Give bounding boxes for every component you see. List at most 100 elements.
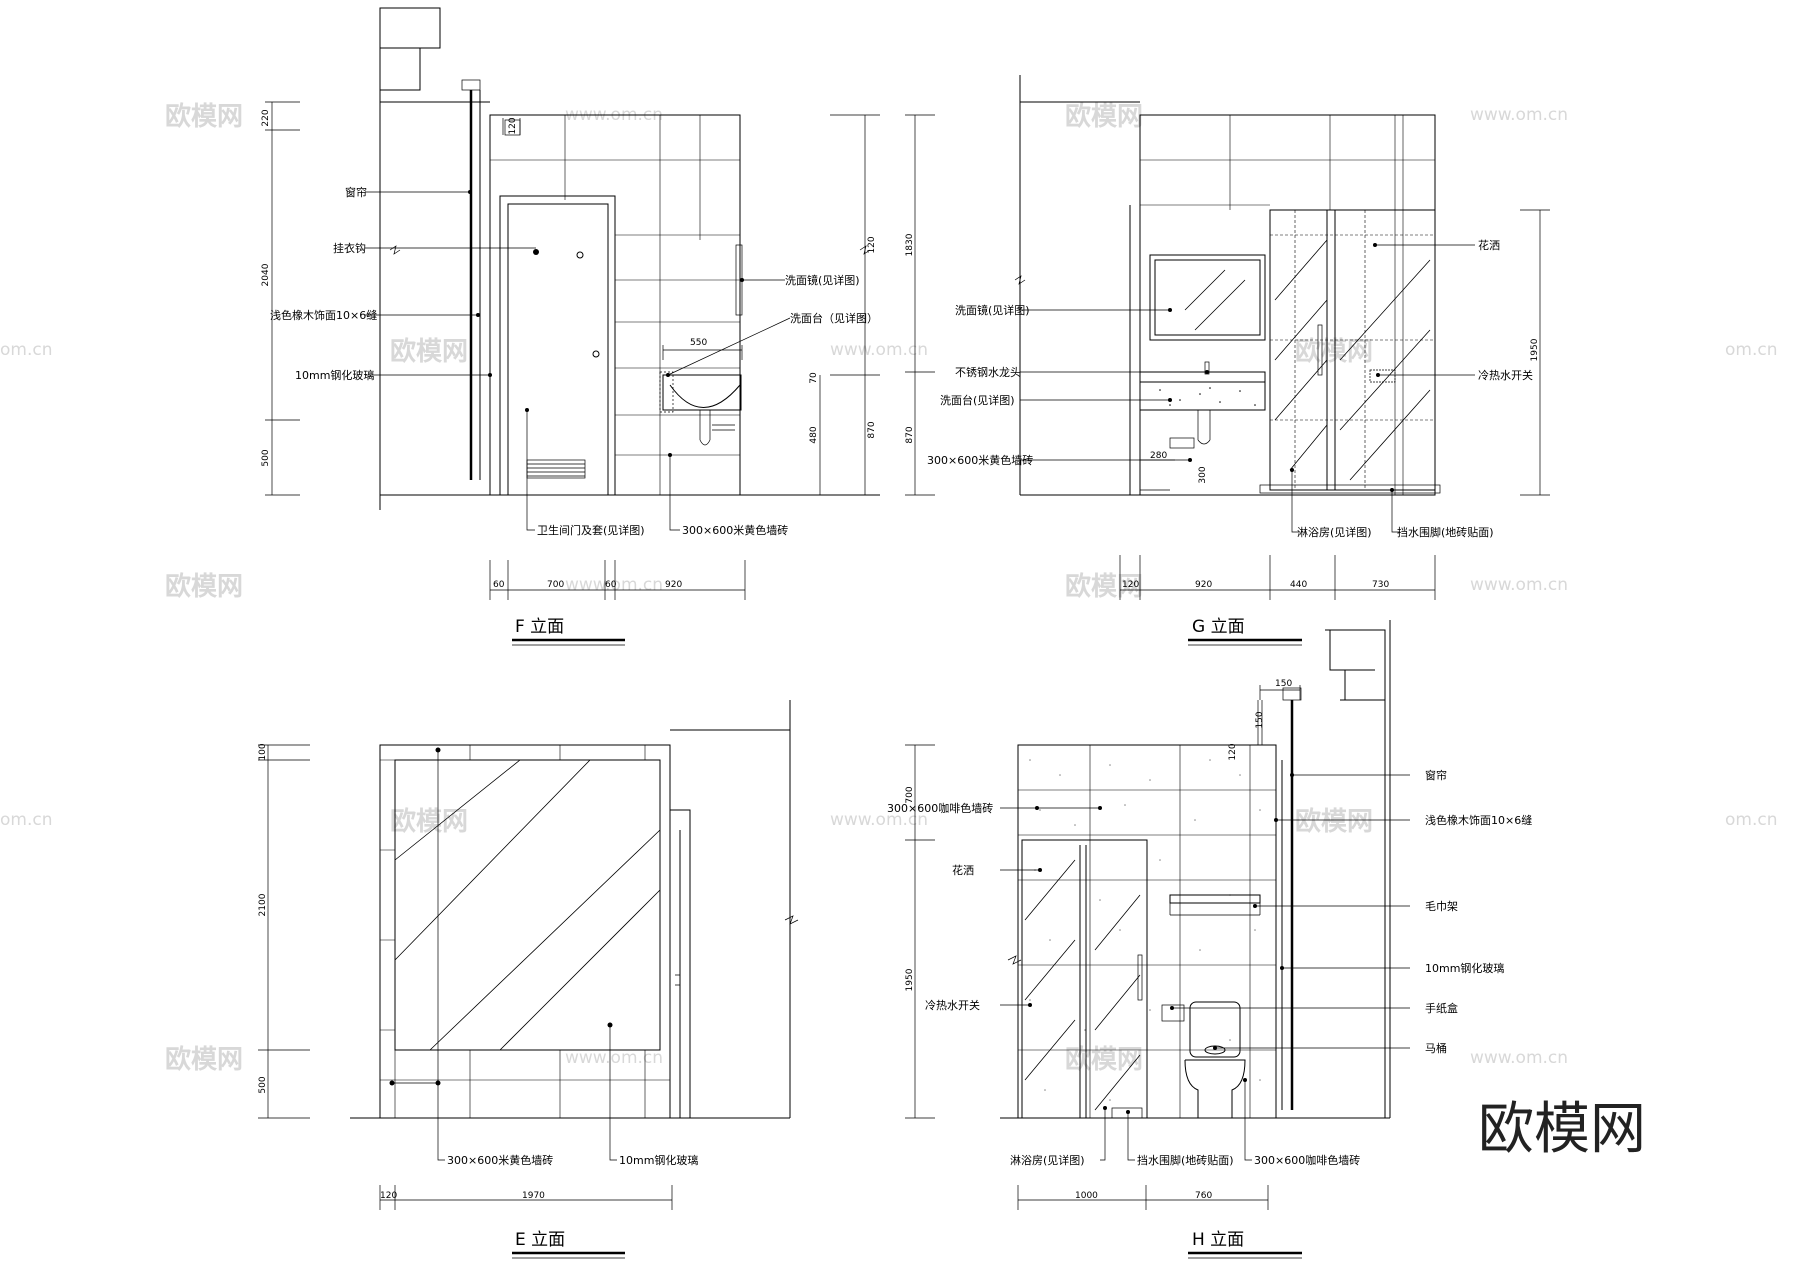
svg-text:280: 280 (1150, 451, 1167, 461)
f-label-curtain: 窗帘 (345, 185, 367, 199)
g-label-tile: 300×600米黄色墙砖 (927, 453, 1033, 467)
f-door-frame (499, 195, 616, 496)
f-label-hook: 挂衣钩 (333, 241, 366, 255)
watermark-layer: 欧模网 www.om.cn 欧模网 www.om.cn om.cn 欧模网 ww… (0, 101, 1778, 1075)
svg-text:1830: 1830 (905, 233, 915, 256)
h-annotations: 300×600咖啡色墙砖 花洒 冷热水开关 窗帘 浅色橡木饰面10×6缝 毛巾架… (887, 768, 1532, 1167)
g-outlet (1169, 437, 1195, 449)
svg-text:120: 120 (1122, 580, 1139, 590)
svg-text:60: 60 (493, 580, 505, 590)
svg-text:120: 120 (380, 1191, 397, 1201)
svg-text:300: 300 (1198, 466, 1208, 483)
h-paper-box (1161, 1004, 1185, 1022)
g-label-cabin: 淋浴房(见详图) (1297, 525, 1372, 539)
svg-text:120: 120 (1228, 743, 1238, 760)
h-label-curtain: 窗帘 (1425, 768, 1447, 782)
f-title: F 立面 (515, 617, 564, 637)
svg-text:760: 760 (1195, 1191, 1212, 1201)
f-window-box-lower (379, 47, 421, 91)
f-basin-counter (662, 374, 742, 411)
g-wall-edges (1019, 75, 1435, 496)
f-label-mirror: 洗面镜(见详图) (785, 273, 860, 287)
h-title: H 立面 (1192, 1230, 1244, 1250)
watermark-url: om.cn (0, 340, 53, 360)
f-dims-horizontal: 60 700 60 920 (489, 560, 746, 600)
f-hook-icon (576, 251, 584, 259)
f-label-veneer: 浅色橡木饰面10×6缝 (270, 308, 377, 322)
g-mirror (1149, 254, 1266, 341)
watermark-url: om.cn (1725, 810, 1778, 830)
g-label-basin: 洗面台(见详图) (940, 393, 1015, 407)
watermark-brand: 欧模网 (165, 101, 243, 132)
svg-text:550: 550 (690, 338, 707, 348)
f-basin-bowl (669, 384, 741, 408)
svg-text:500: 500 (261, 449, 271, 466)
f-glass-lines (479, 90, 491, 495)
h-speckle (1029, 759, 1261, 1101)
svg-text:920: 920 (665, 580, 682, 590)
g-counter (1139, 381, 1266, 411)
f-door-louver (526, 459, 586, 479)
svg-text:120: 120 (867, 236, 877, 253)
f-label-glass: 10mm钢化玻璃 (295, 368, 374, 382)
svg-text:730: 730 (1372, 580, 1389, 590)
watermark-brand: 欧模网 (165, 571, 243, 602)
f-dims-right: 120 870 480 70 120 550 (502, 114, 880, 496)
f-hook-icon (533, 249, 539, 255)
h-toilet-tank (1189, 1001, 1241, 1058)
f-label-basin: 洗面台（见详图） (790, 311, 878, 325)
svg-text:920: 920 (1195, 580, 1212, 590)
f-label-door: 卫生间门及套(见详图) (537, 523, 645, 537)
svg-text:870: 870 (867, 421, 877, 438)
elevation-g: 洗面镜(见详图) 不锈钢水龙头 洗面台(见详图) 300×600米黄色墙砖 花洒… (905, 75, 1550, 646)
h-towel-rack (1169, 894, 1261, 904)
watermark-brand: 欧模网 (1065, 1044, 1143, 1075)
svg-text:2100: 2100 (258, 893, 268, 916)
e-side-wall (670, 700, 791, 1118)
g-label-faucet: 不锈钢水龙头 (955, 366, 1021, 379)
g-label-curb: 挡水围脚(地砖贴面) (1397, 525, 1494, 539)
svg-text:60: 60 (605, 580, 617, 590)
watermark-brand: 欧模网 (390, 806, 468, 837)
svg-text:150: 150 (1255, 711, 1265, 728)
f-handle-icon (592, 350, 600, 358)
watermark-brand: 欧模网 (1295, 336, 1373, 367)
f-wall-edge (379, 8, 490, 510)
e-wall (379, 744, 671, 1119)
svg-text:100: 100 (258, 743, 268, 760)
g-title: G 立面 (1192, 617, 1245, 637)
h-glass-lines (1275, 760, 1283, 1118)
elevation-h: 300×600咖啡色墙砖 花洒 冷热水开关 窗帘 浅色橡木饰面10×6缝 毛巾架… (887, 620, 1532, 1259)
h-toilet-bowl (1184, 1059, 1246, 1119)
h-label-tile-bottom: 300×600咖啡色墙砖 (1254, 1153, 1360, 1167)
watermark-url: www.om.cn (1470, 105, 1568, 125)
watermark-url: www.om.cn (830, 810, 928, 830)
watermark-url: www.om.cn (565, 1048, 663, 1068)
svg-text:120: 120 (508, 117, 518, 134)
f-annotations: 窗帘 挂衣钩 浅色橡木饰面10×6缝 10mm钢化玻璃 洗面镜(见详图) 洗面台… (270, 185, 878, 537)
h-label-switch: 冷热水开关 (925, 998, 980, 1012)
h-label-curb: 挡水围脚(地砖贴面) (1137, 1153, 1234, 1167)
elevation-e: 300×600米黄色墙砖 10mm钢化玻璃 100 2100 500 120 1… (258, 700, 799, 1259)
h-window-area (1325, 620, 1391, 1118)
h-curb (1111, 1107, 1143, 1119)
h-label-towel: 毛巾架 (1425, 899, 1458, 913)
watermark-brand: 欧模网 (1295, 806, 1373, 837)
elevation-f: 窗帘 挂衣钩 浅色橡木饰面10×6缝 10mm钢化玻璃 洗面镜(见详图) 洗面台… (261, 7, 880, 646)
watermark-brand: 欧模网 (165, 1044, 243, 1075)
g-label-switch: 冷热水开关 (1478, 368, 1533, 382)
watermark-url: om.cn (1725, 340, 1778, 360)
g-shower-cabin (1269, 209, 1436, 491)
svg-text:150: 150 (1275, 679, 1292, 689)
h-label-veneer: 浅色橡木饰面10×6缝 (1425, 813, 1532, 827)
e-label-glass: 10mm钢化玻璃 (619, 1153, 698, 1167)
e-title: E 立面 (515, 1230, 565, 1250)
h-label-shower: 花洒 (952, 864, 974, 877)
h-label-toilet: 马桶 (1425, 1041, 1447, 1055)
svg-text:480: 480 (809, 426, 819, 443)
h-label-glass: 10mm钢化玻璃 (1425, 961, 1504, 975)
watermark-brand: 欧模网 (1065, 101, 1143, 132)
h-shower-handle (1137, 954, 1143, 1001)
